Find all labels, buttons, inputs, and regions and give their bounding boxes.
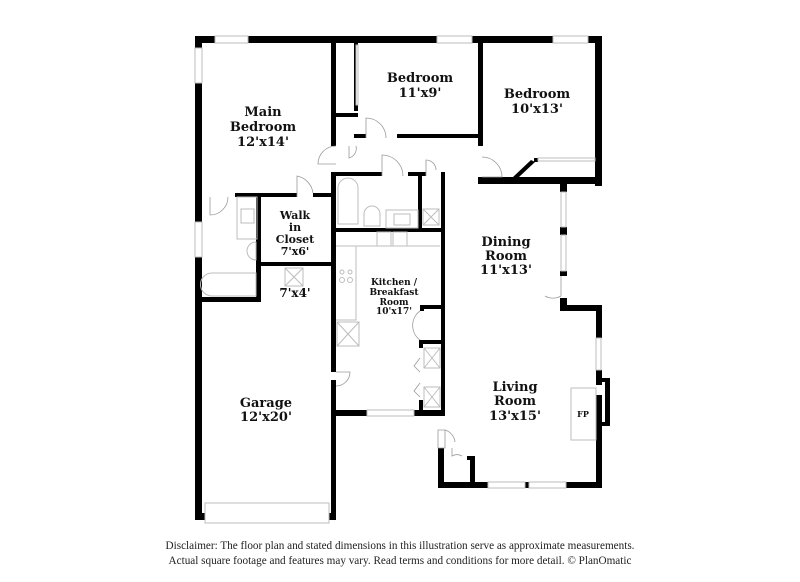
room-garage-name: Garage [240, 396, 292, 411]
room-closet-name-2: in [289, 221, 301, 234]
disclaimer: Disclaimer: The floor plan and stated di… [0, 539, 800, 569]
fixtures [200, 177, 597, 441]
room-dining-name-1: Dining [481, 235, 530, 250]
room-living-dims: 13'x15' [489, 409, 541, 424]
toilet-icon [246, 241, 257, 261]
sink-icon [240, 208, 255, 224]
bathtub-icon [337, 177, 359, 225]
room-kitchen-dims: 10'x17' [376, 307, 412, 317]
windows [194, 35, 602, 524]
room-main-bedroom-name-1: Main [244, 105, 282, 120]
disclaimer-line-2: Actual square footage and features may v… [168, 555, 632, 567]
bathtub-icon [200, 272, 257, 297]
room-closet-dims: 7'x6' [281, 245, 310, 258]
room-closet-name-3: Closet [276, 233, 315, 246]
room-bedroom-3-dims: 10'x13' [511, 102, 563, 117]
room-kitchen-name-1: Kitchen / [371, 278, 418, 288]
room-main-bedroom-dims: 12'x14' [237, 135, 289, 150]
room-living-name-1: Living [492, 380, 537, 395]
room-closet-name-1: Walk [279, 209, 311, 222]
room-bedroom-2-name: Bedroom [387, 71, 454, 86]
room-kitchen-name-2: Breakfast [369, 288, 419, 298]
room-dining-name-2: Room [485, 249, 527, 264]
room-bedroom-2-dims: 11'x9' [399, 86, 442, 101]
room-laundry-dims: 7'x4' [279, 286, 310, 300]
doors [209, 117, 562, 457]
disclaimer-line-1: Disclaimer: The floor plan and stated di… [165, 540, 635, 552]
room-main-bedroom-name-2: Bedroom [230, 120, 297, 135]
room-labels: Main Bedroom 12'x14' Bedroom 11'x9' Bedr… [230, 71, 589, 425]
walls [195, 36, 610, 520]
sink-icon [393, 213, 411, 226]
room-living-name-2: Room [494, 394, 536, 409]
room-garage-dims: 12'x20' [240, 410, 292, 425]
fireplace [570, 387, 597, 441]
room-kitchen-name-3: Room [379, 298, 408, 308]
room-dining-dims: 11'x13' [480, 263, 532, 278]
toilet-icon [363, 205, 381, 227]
room-bedroom-3-name: Bedroom [504, 87, 571, 102]
fireplace-label: FP [577, 409, 589, 419]
